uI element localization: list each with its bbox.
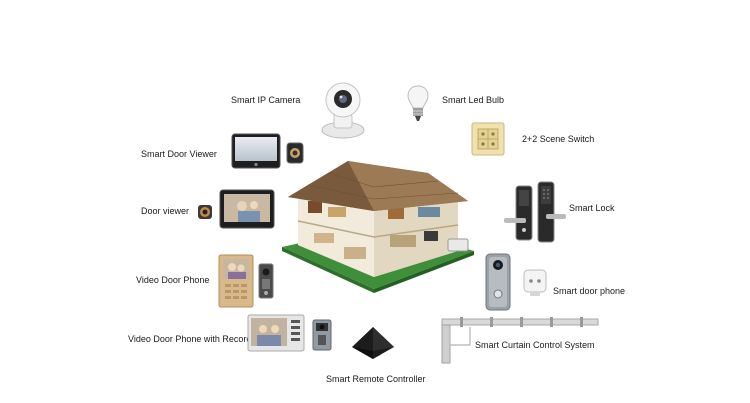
ip-camera-icon xyxy=(321,82,365,139)
curtain-rail-icon xyxy=(441,317,599,364)
label-smart-door-viewer: Smart Door Viewer xyxy=(141,149,217,159)
label-smart-curtain: Smart Curtain Control System xyxy=(475,340,595,350)
led-bulb-icon xyxy=(407,85,429,121)
video-door-phone-icon xyxy=(218,254,274,308)
scene-switch-icon xyxy=(471,122,505,156)
label-door-viewer: Door viewer xyxy=(141,206,190,216)
label-video-door-phone-record: Video Door Phone with Record xyxy=(128,334,252,344)
video-door-phone-record-icon xyxy=(247,314,332,352)
smart-lock-icon xyxy=(504,181,566,243)
label-smart-remote: Smart Remote Controller xyxy=(326,374,426,384)
label-scene-switch: 2+2 Scene Switch xyxy=(522,134,595,144)
label-smart-door-phone: Smart door phone xyxy=(553,286,626,296)
door-phone-icon xyxy=(485,253,547,311)
label-smart-lock: Smart Lock xyxy=(569,203,615,213)
label-smart-ip-camera: Smart IP Camera xyxy=(231,95,301,105)
door-viewer-icon xyxy=(198,189,275,229)
smart-door-viewer-icon xyxy=(231,133,304,169)
smart-house-icon xyxy=(282,161,474,293)
label-video-door-phone: Video Door Phone xyxy=(136,275,210,285)
label-smart-led-bulb: Smart Led Bulb xyxy=(442,95,505,105)
remote-controller-icon xyxy=(352,327,394,359)
